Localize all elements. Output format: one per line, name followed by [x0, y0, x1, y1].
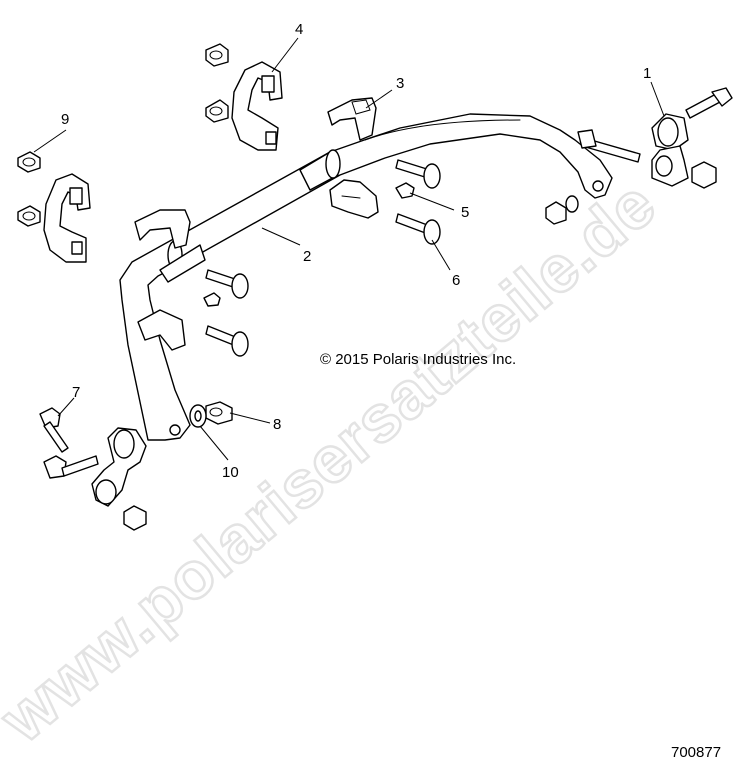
flange-nut-9a — [17, 151, 41, 173]
callout-10: 10 — [222, 464, 239, 481]
stabilizer-bar — [119, 113, 613, 441]
grease-fitting-right — [395, 182, 415, 199]
watermark: www.polarisersatzteile.de — [0, 166, 669, 757]
flange-nut-4a — [205, 43, 229, 67]
bushing-lower — [329, 179, 379, 219]
callout-5: 5 — [461, 204, 469, 221]
drawing-number: 700877 — [671, 744, 721, 761]
callout-9: 9 — [61, 111, 69, 128]
clamp-bracket-upper — [231, 61, 283, 151]
nut-washer-right — [545, 195, 579, 225]
flange-bolt-7 — [39, 407, 69, 453]
bushing-left-lower — [137, 309, 186, 351]
carriage-bolt-upper — [395, 159, 441, 189]
flange-nut-4b — [205, 99, 229, 123]
leader-lines — [33, 37, 665, 461]
end-link-left — [91, 427, 147, 507]
flange-nut-8 — [205, 401, 233, 425]
link-bolt-right — [685, 87, 733, 119]
end-link-right — [651, 113, 689, 187]
grease-fitting-left — [203, 292, 221, 307]
callout-2: 2 — [303, 248, 311, 265]
bushing-upper — [327, 97, 377, 141]
callout-7: 7 — [72, 384, 80, 401]
bushing-left-upper — [134, 209, 191, 249]
washer-10 — [189, 404, 207, 428]
carriage-bolt-left-lower — [205, 325, 249, 357]
carriage-bolt-left-upper — [205, 269, 249, 299]
carriage-bolt-lower — [395, 213, 441, 245]
callout-8: 8 — [273, 416, 281, 433]
lock-nut-left — [123, 505, 147, 531]
clamp-bracket-left — [43, 173, 91, 263]
callout-6: 6 — [452, 272, 460, 289]
callout-3: 3 — [396, 75, 404, 92]
lock-nut-right — [691, 161, 717, 189]
callout-1: 1 — [643, 65, 651, 82]
flange-nut-9b — [17, 205, 41, 227]
copyright-notice: © 2015 Polaris Industries Inc. — [320, 351, 516, 368]
flange-bolt-left-lower — [43, 455, 99, 479]
link-bolt-lower-right — [577, 129, 641, 163]
callout-4: 4 — [295, 21, 303, 38]
